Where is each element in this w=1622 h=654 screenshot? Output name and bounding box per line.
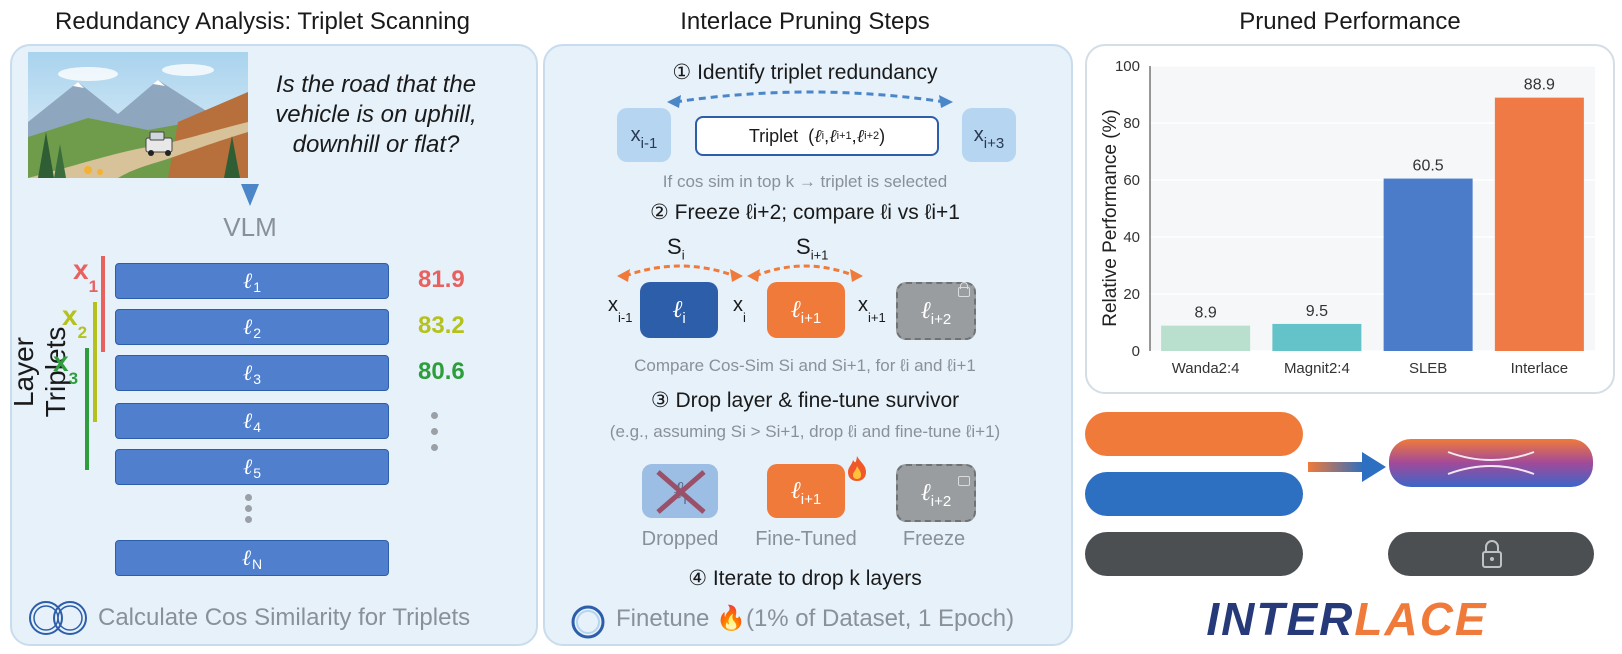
s-i-arrow	[617, 264, 743, 282]
triplet-label-x1: x1	[73, 254, 99, 296]
chart-y-axis-label: Relative Performance (%)	[1100, 109, 1121, 327]
logo-inter: INTER	[1206, 593, 1355, 645]
chart-value-label-2: 60.5	[1413, 158, 1444, 175]
vlm-label: VLM	[223, 212, 277, 242]
gray-layer-pill	[1085, 532, 1303, 576]
step1-note: If cos sim in top k → triplet is selecte…	[662, 172, 948, 191]
s-i-label: Si	[667, 234, 685, 263]
triplet-bracket-x2	[93, 302, 97, 422]
left-caption: Calculate Cos Similarity for Triplets	[98, 604, 471, 631]
pill-lock-icon	[1482, 540, 1502, 568]
cos-similarity-icon	[29, 601, 87, 635]
s-i-plus-1-label: Si+1	[796, 234, 829, 263]
step1-title: ① Identify triplet redundancy	[672, 61, 938, 84]
road-scene-image	[28, 52, 248, 178]
chart-y-tick-2: 40	[1123, 229, 1140, 246]
triplet-score-x1: 81.9	[418, 266, 465, 293]
down-arrow-icon	[241, 184, 259, 206]
step4-title: ④ Iterate to drop k layers	[688, 567, 922, 590]
chart-value-label-0: 8.9	[1195, 305, 1217, 322]
triplet-label-x3: x3	[53, 346, 79, 388]
cross-icon	[656, 470, 706, 514]
chart-bar-1	[1272, 323, 1362, 351]
chart-x-tick-1: Magnit2:4	[1284, 360, 1350, 377]
chart-y-tick-4: 80	[1123, 115, 1140, 132]
fire-icon	[848, 456, 866, 481]
chart-x-tick-2: SLEB	[1409, 360, 1447, 377]
finetune-progress-icon	[571, 605, 605, 639]
interlaced-layer-pill	[1389, 439, 1593, 487]
s-i-plus-1-arrow	[747, 264, 863, 282]
triplet-score-x2: 83.2	[418, 312, 465, 339]
frozen-layer-pill	[1388, 532, 1594, 576]
chart-y-tick-0: 0	[1132, 343, 1140, 360]
blue-layer-pill	[1085, 472, 1303, 516]
orange-layer-pill	[1085, 412, 1303, 456]
frozen-lock-icon	[958, 476, 970, 486]
right-section-title: Pruned Performance	[1239, 8, 1461, 35]
triplet-span-arrow	[667, 90, 953, 108]
performance-bar-chart: Relative Performance (%) 0 20 40 60 80 100 8.9…	[1100, 58, 1595, 377]
x-i-minus-1-label: xi-1	[608, 294, 633, 325]
chart-y-tick-1: 20	[1123, 286, 1140, 303]
logo-lace: LACE	[1354, 593, 1488, 645]
merge-arrow-icon	[1308, 452, 1386, 482]
chart-x-tick-0: Wanda2:4	[1172, 360, 1240, 377]
interlace-logo: INTERLACE	[1192, 592, 1502, 646]
vqa-question: Is the road that the vehicle is on uphil…	[275, 71, 477, 158]
chart-bar-3	[1494, 97, 1584, 351]
step2-title: ② Freeze ℓi+2; compare ℓi vs ℓi+1	[650, 201, 960, 224]
left-section-title: Redundancy Analysis: Triplet Scanning	[55, 8, 470, 35]
status-finetuned-label: Fine-Tuned	[755, 528, 857, 550]
step3-title: ③ Drop layer & fine-tune survivor	[650, 389, 960, 412]
triplet-bracket-x1	[101, 256, 105, 352]
vertical-ellipsis-icon	[245, 494, 253, 523]
chart-y-tick-5: 100	[1115, 58, 1140, 75]
triplet-score-x3: 80.6	[418, 358, 465, 385]
middle-caption: Finetune 🔥(1% of Dataset, 1 Epoch)	[616, 605, 1015, 632]
step2-compare-note: Compare Cos-Sim Si and Si+1, for ℓi and …	[634, 356, 976, 375]
chart-x-tick-3: Interlace	[1511, 360, 1569, 377]
chart-value-label-3: 88.9	[1524, 77, 1555, 94]
triplet-bracket-x3	[85, 348, 89, 470]
step3-note: (e.g., assuming Si > Si+1, drop ℓi and f…	[609, 422, 1001, 441]
status-dropped-label: Dropped	[641, 528, 719, 550]
x-i-plus-1-label: xi+1	[858, 294, 886, 325]
status-freeze-label: Freeze	[902, 528, 966, 550]
triplet-label-x2: x2	[62, 300, 88, 342]
chart-y-tick-3: 60	[1123, 172, 1140, 189]
score-ellipsis-icon	[431, 412, 439, 451]
middle-section-title: Interlace Pruning Steps	[680, 8, 930, 35]
lock-shackle-icon	[960, 282, 968, 289]
chart-bar-2	[1383, 178, 1473, 351]
chart-bar-0	[1161, 325, 1251, 351]
x-i-label: xi	[733, 294, 746, 325]
chart-value-label-1: 9.5	[1306, 303, 1328, 320]
